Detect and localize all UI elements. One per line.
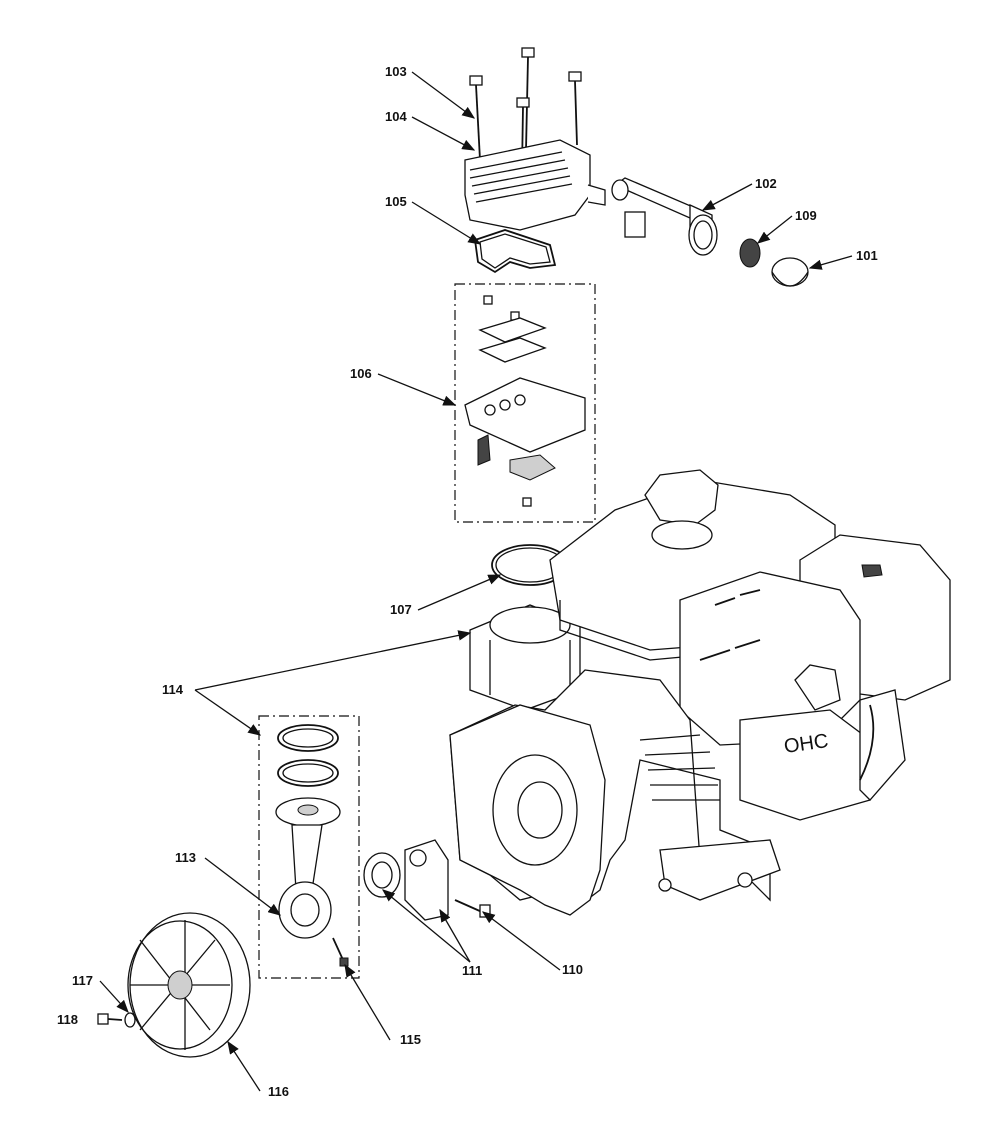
- leader-lines: [99, 71, 853, 1092]
- part-label-103: 103: [385, 64, 407, 79]
- part-label-109: 109: [795, 208, 817, 223]
- part-label-118: 118: [57, 1012, 78, 1027]
- part-label-102: 102: [755, 176, 777, 191]
- engine-assembly: OHC: [449, 469, 951, 916]
- cylinder-head: [464, 139, 606, 231]
- part-label-111: 111: [462, 963, 482, 978]
- part-labels: 103 104 105 102 109 101 106 107 114 113 …: [57, 64, 878, 1099]
- valve-plate-assembly: [454, 283, 596, 523]
- fan-bolt: [97, 1013, 123, 1025]
- fan-washer: [124, 1012, 136, 1028]
- part-label-110: 110: [562, 962, 583, 977]
- connecting-rod: [278, 824, 332, 939]
- part-label-114: 114: [162, 682, 184, 697]
- part-label-104: 104: [385, 109, 407, 124]
- rod-screw: [332, 937, 349, 967]
- crank-bolt: [454, 899, 491, 918]
- piston-kit: [258, 715, 360, 979]
- head-gasket: [474, 229, 557, 274]
- intake-tube: [611, 177, 718, 256]
- filter-cap: [771, 257, 809, 287]
- part-label-115: 115: [400, 1032, 421, 1047]
- head-bolts: [469, 47, 582, 171]
- part-label-105: 105: [385, 194, 407, 209]
- part-label-117: 117: [72, 973, 93, 988]
- part-label-113: 113: [175, 850, 196, 865]
- part-label-116: 116: [268, 1084, 289, 1099]
- cooling-fan: [127, 912, 251, 1058]
- filter-element: [739, 238, 761, 268]
- part-label-106: 106: [350, 366, 372, 381]
- part-label-101: 101: [856, 248, 878, 263]
- eccentric-bearing: [363, 839, 449, 921]
- part-label-107: 107: [390, 602, 412, 617]
